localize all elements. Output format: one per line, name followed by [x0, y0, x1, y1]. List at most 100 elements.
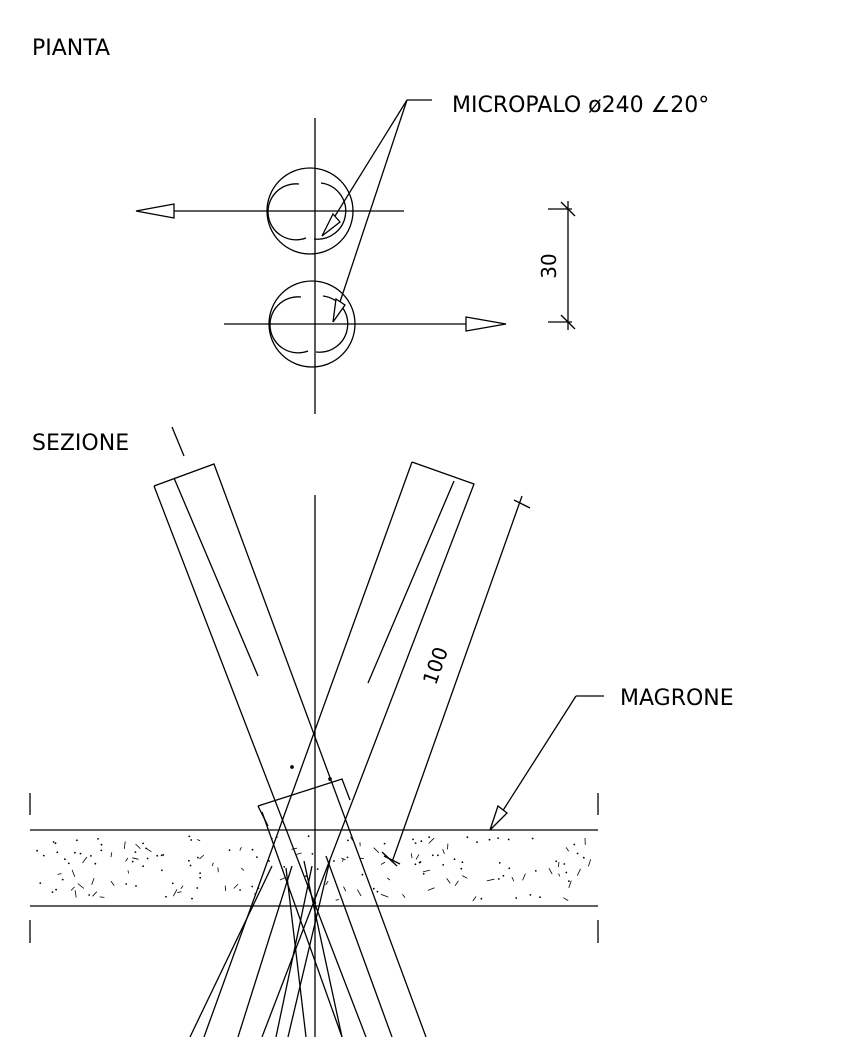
- stipple-dot: [539, 896, 541, 899]
- stipple-dash: [486, 878, 495, 882]
- dimension-width-label: 100: [418, 644, 453, 688]
- stipple-dot: [565, 871, 568, 874]
- stipple-dash: [57, 873, 62, 875]
- stipple-dot: [582, 856, 585, 859]
- stipple-dot: [165, 895, 167, 898]
- pile-inner-arc-left: [269, 296, 309, 354]
- stipple-dot: [190, 839, 193, 841]
- leader-arrow-icon: [332, 297, 346, 323]
- stipple-dot: [162, 854, 165, 856]
- stipple-dot: [428, 836, 431, 838]
- leader-arrow-icon: [489, 804, 508, 831]
- arrow-left-icon: [135, 203, 175, 219]
- stipple-dot: [420, 840, 423, 843]
- stipple-dot: [431, 854, 434, 857]
- stipple-dot: [412, 838, 414, 841]
- stipple-dash: [70, 886, 75, 891]
- stipple-dash: [92, 891, 98, 897]
- stipple-dot: [529, 894, 532, 896]
- stipple-dot: [88, 894, 91, 896]
- stipple-dot: [61, 878, 64, 881]
- stipple-dash: [422, 869, 431, 873]
- stipple-dash: [343, 886, 347, 892]
- stipple-dot: [502, 874, 505, 877]
- stipple-dash: [335, 899, 340, 901]
- stipple-dot: [461, 861, 464, 864]
- arrow-right-icon: [465, 316, 507, 332]
- stipple-dot: [508, 867, 511, 870]
- stipple-dot: [196, 887, 199, 889]
- stipple-dash: [428, 837, 435, 844]
- stipple-dash: [74, 890, 77, 898]
- stipple-dot: [51, 891, 54, 893]
- stipple-dot: [125, 883, 128, 885]
- stipple-dot: [228, 849, 231, 851]
- stipple-dot: [442, 864, 445, 866]
- lean-concrete-layer: [29, 793, 599, 943]
- stipple-dot: [156, 854, 159, 857]
- stipple-dot: [268, 860, 270, 862]
- stipple-dash: [402, 894, 406, 899]
- stipple-dot: [188, 859, 190, 862]
- pile-reinforcement-lower: [189, 865, 273, 1037]
- stipple-dash: [279, 877, 286, 881]
- stipple-dot: [347, 839, 349, 842]
- dot-mark: [290, 765, 294, 769]
- stipple-dot: [488, 838, 491, 841]
- section-title-leader: [171, 426, 185, 457]
- stipple-dot: [199, 872, 202, 874]
- stipple-dot: [197, 856, 199, 859]
- micropile-lower: [224, 280, 507, 368]
- stipple-dash: [71, 869, 76, 877]
- stipple-dash: [568, 880, 572, 889]
- stipple-dot: [131, 860, 134, 863]
- stipple-dot: [90, 855, 92, 857]
- stipple-dot: [135, 885, 137, 887]
- stipple-dash: [241, 867, 245, 871]
- pile-reinforcement: [367, 480, 455, 684]
- stipple-dot: [346, 856, 349, 859]
- stipple-dot: [283, 866, 286, 868]
- stipple-dash: [576, 868, 581, 876]
- stipple-dash: [462, 875, 468, 879]
- stipple-dash: [341, 857, 346, 861]
- stipple-dot: [97, 838, 99, 840]
- stipple-dot: [414, 842, 417, 844]
- micropile-upper: [135, 167, 404, 255]
- stipple-dot: [64, 858, 66, 861]
- stipple-dot: [39, 882, 42, 884]
- stipple-dot: [191, 897, 193, 900]
- stipple-dot: [383, 842, 386, 845]
- stipple-dash: [386, 877, 391, 881]
- stipple-dash: [132, 857, 139, 860]
- stipple-dot: [372, 887, 375, 890]
- stipple-dot: [515, 897, 518, 899]
- stipple-dash: [197, 839, 201, 842]
- micropile-leader: MICROPALO ø240 ∠20°: [321, 93, 709, 323]
- stipple-dash: [442, 849, 445, 855]
- stipple-dot: [42, 854, 45, 857]
- stipple-dot: [94, 862, 97, 865]
- stipple-dash: [296, 852, 302, 855]
- stipple-dash: [239, 847, 242, 851]
- stipple-dot: [466, 836, 469, 839]
- dimension-pile-width: 100: [381, 495, 531, 867]
- stipple-dot: [239, 889, 242, 891]
- pile-reinforcement: [173, 477, 259, 677]
- stipple-dash: [588, 859, 592, 867]
- stipple-dash: [350, 836, 354, 841]
- stipple-dot: [142, 842, 145, 845]
- micropile-section-left: [153, 463, 427, 1037]
- stipple-dot: [54, 842, 57, 845]
- stipple-dash: [325, 880, 329, 886]
- stipple-dot: [361, 873, 364, 876]
- micropile-callout: MICROPALO ø240 ∠20°: [452, 93, 709, 118]
- stipple-dot: [251, 848, 254, 851]
- stipple-dash: [472, 896, 477, 902]
- stipple-dot: [476, 841, 478, 843]
- stipple-dot: [497, 878, 500, 880]
- stipple-dot: [531, 837, 534, 840]
- stipple-dash: [356, 889, 362, 897]
- stipple-dash: [427, 887, 435, 891]
- pile-collar: [257, 778, 351, 807]
